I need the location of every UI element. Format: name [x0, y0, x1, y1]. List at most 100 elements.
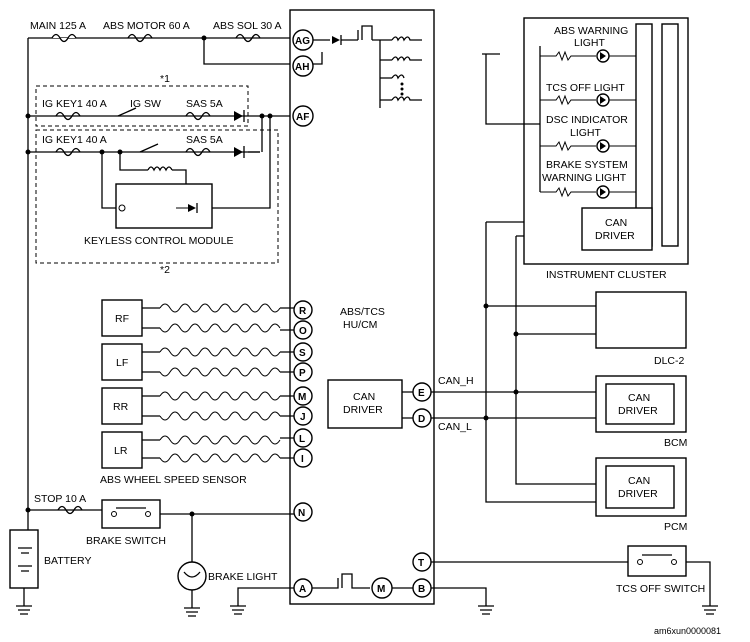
pcm-label: PCM	[664, 521, 687, 533]
abs-warning-light: ABS WARNING LIGHT	[540, 25, 636, 63]
svg-text:P: P	[299, 368, 306, 379]
svg-text:A: A	[299, 584, 306, 595]
can-low-label: CAN_L	[438, 421, 472, 433]
pin-e: E	[412, 382, 432, 402]
pin-l: L	[293, 428, 313, 448]
svg-text:BRAKE SYSTEM: BRAKE SYSTEM	[546, 159, 628, 171]
fuse-main	[51, 33, 77, 43]
svg-text:LIGHT: LIGHT	[570, 127, 602, 139]
pin-m: M	[293, 386, 313, 406]
keyless-label: KEYLESS CONTROL MODULE	[84, 235, 234, 247]
battery	[9, 529, 39, 615]
sensor-rf: RF	[101, 299, 143, 337]
abs-can-driver-line1: CAN	[353, 391, 375, 403]
solenoid-valves	[310, 25, 422, 108]
ig-key1-b-label: IG KEY1 40 A	[42, 134, 107, 146]
tcs-off-switch-label: TCS OFF SWITCH	[616, 583, 705, 595]
sensor-lr: LR	[101, 431, 143, 469]
fuse-sas-a	[185, 111, 211, 121]
dsc-indicator-light: DSC INDICATOR LIGHT	[540, 114, 636, 153]
fuse-ig-key1-a	[55, 111, 81, 121]
svg-text:AH: AH	[295, 62, 309, 73]
fuse-main-label: MAIN 125 A	[30, 20, 86, 32]
dlc2-label: DLC-2	[654, 355, 685, 367]
wheel-sensor-caption: ABS WHEEL SPEED SENSOR	[100, 474, 247, 486]
svg-text:AF: AF	[296, 112, 309, 123]
fuse-stop	[57, 505, 83, 515]
can-high-label: CAN_H	[438, 375, 474, 387]
svg-text:DRIVER: DRIVER	[618, 405, 658, 417]
bcm-module: CAN DRIVER	[595, 375, 687, 433]
pin-ah: AH	[292, 55, 314, 77]
brake-switch-label: BRAKE SWITCH	[86, 535, 166, 547]
ground-tcs	[686, 561, 718, 615]
diode-1	[234, 111, 243, 121]
svg-text:CAN: CAN	[628, 475, 650, 487]
option-box-1	[35, 85, 249, 127]
svg-text:J: J	[300, 412, 306, 423]
fuse-abs-sol	[235, 33, 261, 43]
svg-text:M: M	[298, 392, 306, 403]
pump-motor: M	[312, 573, 413, 599]
sas-a-label: SAS 5A	[186, 98, 223, 110]
tcs-off-switch	[627, 545, 687, 577]
option-box-2	[35, 129, 279, 264]
sensor-lf: LF	[101, 343, 143, 381]
ground-a	[230, 587, 294, 615]
brake-light-label: BRAKE LIGHT	[208, 571, 278, 583]
svg-text:O: O	[299, 326, 307, 337]
svg-text:DRIVER: DRIVER	[618, 488, 658, 500]
pin-b: B	[412, 578, 432, 598]
keyless-control-module	[115, 183, 213, 229]
ig-key1-a-label: IG KEY1 40 A	[42, 98, 107, 110]
svg-text:DRIVER: DRIVER	[595, 230, 635, 242]
svg-text:E: E	[418, 388, 425, 399]
cluster-internal-bus-2	[661, 23, 679, 247]
brake-switch	[101, 499, 161, 529]
ig-sw-label: IG SW	[130, 98, 161, 110]
fuse-sas-b	[185, 147, 211, 157]
svg-text:TCS OFF LIGHT: TCS OFF LIGHT	[546, 82, 625, 94]
svg-text:LF: LF	[116, 357, 128, 369]
svg-text:R: R	[299, 306, 307, 317]
svg-text:T: T	[418, 558, 424, 569]
abs-can-driver	[327, 379, 403, 429]
sensor-rr: RR	[101, 387, 143, 425]
cluster-supply-wire	[482, 53, 540, 125]
pin-a: A	[293, 578, 313, 598]
svg-text:CAN: CAN	[605, 217, 627, 229]
svg-text:RF: RF	[115, 313, 129, 325]
cluster-can-driver: CAN DRIVER	[581, 207, 653, 251]
pin-n: N	[293, 502, 313, 522]
svg-text:CAN: CAN	[628, 392, 650, 404]
keyless-relay-contact	[139, 143, 159, 153]
brake-light-bulb	[177, 561, 207, 591]
svg-text:D: D	[418, 414, 425, 425]
dlc2-connector	[595, 291, 687, 349]
pin-d: D	[412, 408, 432, 428]
pcm-module: CAN DRIVER	[595, 457, 687, 517]
note-2: *2	[160, 264, 170, 276]
stop-fuse-label: STOP 10 A	[34, 493, 86, 505]
svg-text:AG: AG	[295, 36, 310, 47]
svg-text:WARNING LIGHT: WARNING LIGHT	[542, 172, 627, 184]
note-1: *1	[160, 73, 170, 85]
sensor-twisted-pairs	[142, 303, 294, 463]
svg-text:L: L	[299, 434, 305, 445]
svg-text:S: S	[299, 348, 306, 359]
pin-ag: AG	[292, 29, 314, 51]
can-bus-wiring	[431, 221, 596, 503]
svg-text:RR: RR	[113, 401, 129, 413]
fuse-abs-motor-label: ABS MOTOR 60 A	[103, 20, 190, 32]
pin-af: AF	[292, 105, 314, 127]
battery-label: BATTERY	[44, 555, 91, 567]
pin-o: O	[293, 320, 313, 340]
svg-text:DSC INDICATOR: DSC INDICATOR	[546, 114, 628, 126]
figure-id: am6xun0000081	[654, 626, 721, 636]
pin-j: J	[293, 406, 313, 426]
pin-i: I	[293, 448, 313, 468]
abs-title-line2: HU/CM	[343, 319, 377, 331]
svg-text:LR: LR	[114, 445, 128, 457]
svg-text:LIGHT: LIGHT	[574, 37, 606, 49]
svg-text:B: B	[418, 584, 425, 595]
